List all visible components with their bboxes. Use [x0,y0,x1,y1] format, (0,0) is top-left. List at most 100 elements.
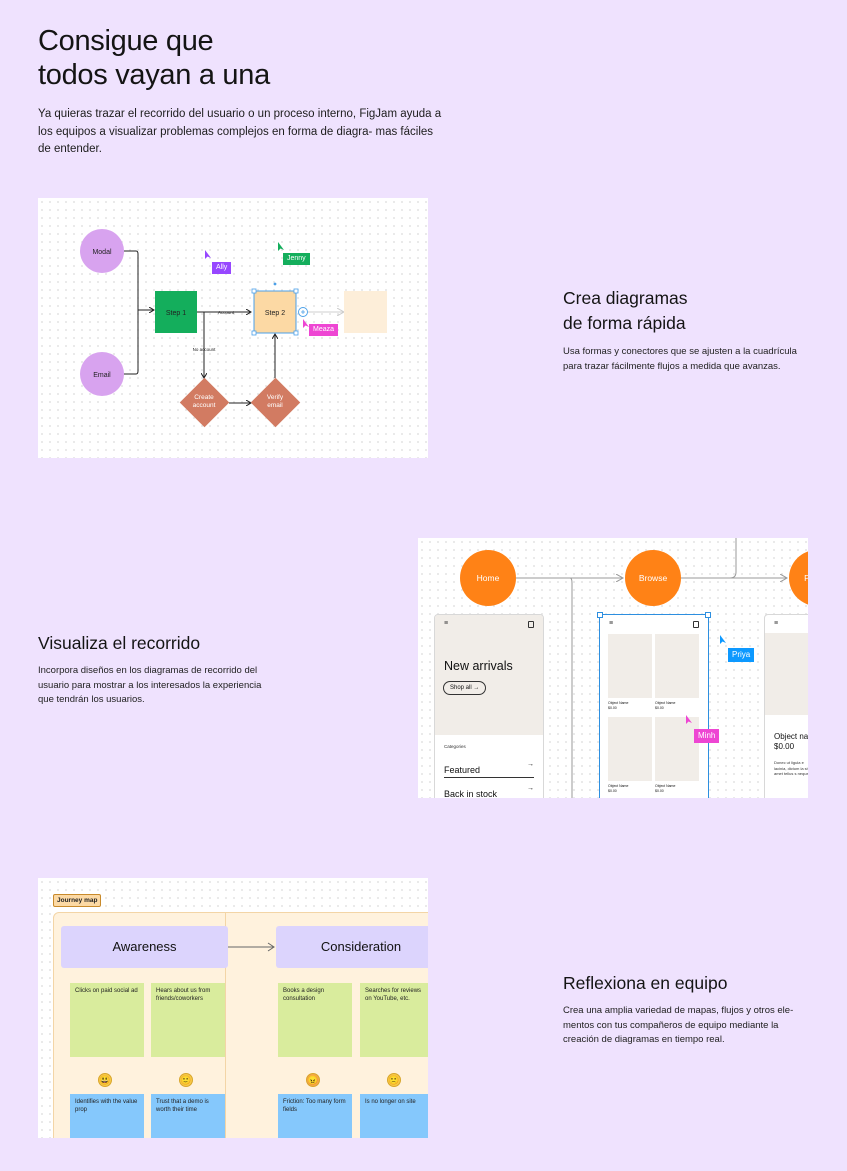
browse-node[interactable]: Browse [625,550,681,606]
arrow-right-icon: → [527,761,534,768]
cursor-label-priya: Priya [728,648,755,662]
phone-screen-product: ≡ Object na $0.00 Donec ut ligula e laci… [764,614,808,798]
arrow-right-icon: → [527,785,534,792]
hero-description: Ya quieras trazar el recorrido del usuar… [38,108,442,155]
step2-node[interactable] [253,290,297,334]
product-name: Object Name [608,701,629,705]
product-price: $0.00 [608,706,617,710]
step1-node[interactable] [155,291,197,333]
product-image[interactable] [608,634,652,698]
rotate-handle[interactable] [273,282,277,286]
journey-map-panel: Journey map Awareness Consideration Clic… [38,878,428,1138]
step2-label: Step 2 [265,310,285,317]
account-label: Account [218,310,235,315]
section3-title: Reflexiona en equipo [563,973,728,993]
hero-banner [435,615,543,735]
journey-map-tag[interactable]: Journey map [53,894,102,907]
selection-handle[interactable] [597,612,603,618]
sticky-note[interactable]: Books a design consultation [278,983,352,1057]
email-node[interactable] [80,352,124,396]
product-price: $0.00 [655,789,664,793]
verify-email-node[interactable] [250,377,301,428]
diagram-panel: Modal Email Step 1 Step 2 Account No acc… [38,198,428,458]
section3-description: Crea una amplia variedad de mapas, flujo… [563,1005,794,1045]
selection-handle[interactable] [705,612,711,618]
product-caption: Object Name$0.00 [655,701,675,711]
partial-node[interactable]: P [789,550,808,606]
categories-label: Categories [444,744,466,749]
sticky-note[interactable]: Searches for reviews on YouTube, etc. [360,983,428,1057]
flowchart-diagram: Modal Email Step 1 Step 2 Account No acc… [80,229,387,428]
cursor-arrow-icon [686,715,692,724]
menu-icon[interactable]: ≡ [444,620,449,627]
sticky-note[interactable]: Trust that a demo is worth their time [151,1094,225,1138]
new-arrivals-heading: New arrivals [444,659,513,673]
menu-icon[interactable]: ≡ [609,620,614,627]
connector-email [124,310,139,375]
menu-icon[interactable]: ≡ [774,620,779,627]
section1-description: Usa formas y conectores que se ajusten a… [563,346,797,372]
shop-all-button[interactable]: Shop all → [443,681,487,695]
stage-consideration[interactable]: Consideration [276,926,428,968]
plus-icon [301,310,305,314]
sticky-note[interactable]: Clicks on paid social ad [70,983,144,1057]
phone-screen-home: ≡ New arrivals Shop all → Categories Fea… [434,614,544,798]
product-image[interactable] [655,634,699,698]
phone-screen-browse[interactable]: ≡ Object Name$0.00 Object Name$0.00 Obje… [599,614,709,798]
step1-label: Step 1 [166,310,186,317]
bag-icon[interactable] [528,621,534,628]
sticky-note[interactable]: Friction: Too many form fields [278,1094,352,1138]
cursor-label-ally: Ally [212,262,232,274]
stage-divider [225,913,226,1138]
modal-node[interactable] [80,229,124,273]
sticky-note[interactable]: Identifies with the value prop [70,1094,144,1138]
section2-title: Visualiza el recorrido [38,633,201,653]
angry-face-icon[interactable]: 😠 [306,1073,320,1087]
selection-handle[interactable] [251,288,257,294]
sticky-note[interactable]: Hears about us from friends/coworkers [151,983,225,1057]
product-price: $0.00 [774,742,795,751]
stage-awareness[interactable]: Awareness [61,926,228,968]
happy-face-icon[interactable]: 😃 [98,1073,112,1087]
category-label: Featured [444,765,481,775]
product-description: Donec ut ligula e lacinia, dictum la sit… [774,760,808,776]
section1-title-line1: Crea diagramas [563,288,688,308]
cursor-arrow-icon [303,319,309,328]
stage-arrow [228,942,275,952]
create-account-line2: account [193,402,216,409]
title-line-2: todos vayan a una [38,59,270,91]
cursor-arrow-icon [278,242,284,251]
user-flow-panel: Home Browse P ≡ New arrivals Shop all → … [418,538,808,798]
cursor-label-jenny: Jenny [283,253,310,265]
sad-face-icon[interactable]: 🙁 [387,1073,401,1087]
product-price: $0.00 [608,789,617,793]
create-account-node[interactable] [179,377,230,428]
product-caption: Object Name$0.00 [655,784,675,794]
selection-handle[interactable] [293,288,299,294]
category-label: Back in stock [444,789,498,798]
title-line-1: Consigue que [38,25,214,57]
verify-email-line1: Verify [267,394,284,401]
ghost-node [344,291,387,333]
cursor-label-minh: Minh [694,729,720,743]
home-node[interactable]: Home [460,550,516,606]
sticky-note[interactable]: Is no longer on site [360,1094,428,1138]
cursor-arrow-icon [720,635,726,644]
product-price: $0.00 [655,706,664,710]
email-label: Email [93,372,111,379]
product-name: Object Name [608,784,629,788]
cursor-label-meaza: Meaza [309,324,339,336]
product-image[interactable] [655,717,699,781]
product-name: Object Name [655,701,676,705]
category-featured[interactable]: Featured → [444,760,534,778]
selection-handle[interactable] [293,330,299,336]
selection-handle[interactable] [251,330,257,336]
connector-vertical [569,577,573,798]
bag-icon[interactable] [693,621,699,628]
category-back-in-stock[interactable]: Back in stock → [444,784,534,798]
smile-face-icon[interactable]: 🙂 [179,1073,193,1087]
product-image[interactable] [608,717,652,781]
create-account-line1: Create [194,394,214,401]
section1-title: Crea diagramas de forma rápida [563,286,688,336]
connector-modal [124,250,154,310]
